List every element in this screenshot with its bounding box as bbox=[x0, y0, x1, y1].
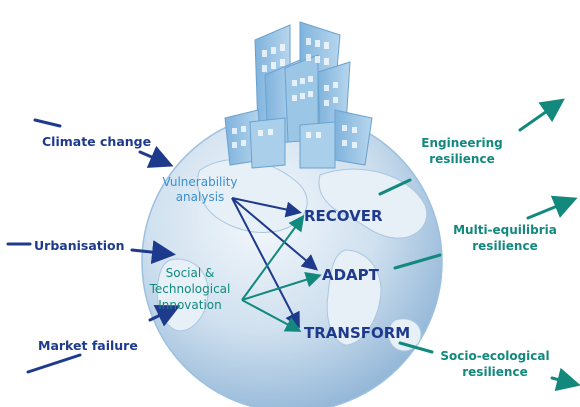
innov-to-recover-arrow bbox=[241, 214, 305, 301]
multi-arrow-out bbox=[526, 195, 578, 220]
socio-ecological-label-line2: resilience bbox=[462, 365, 527, 379]
engineering-label-line1: Engineering bbox=[421, 136, 502, 150]
city-buildings bbox=[224, 21, 373, 169]
innovation-label-line1: Social & bbox=[166, 266, 215, 280]
socio-ecological-label-line1: Socio-ecological bbox=[440, 349, 549, 363]
innov-to-adapt-arrow bbox=[241, 271, 322, 301]
driver-arrows bbox=[6, 118, 181, 374]
vuln-to-recover-arrow bbox=[231, 197, 302, 218]
multi-equilibria-label-line2: resilience bbox=[472, 239, 537, 253]
market-failure-arrow-out bbox=[26, 353, 82, 374]
climate-change-label: Climate change bbox=[42, 134, 151, 149]
engineering-label-line2: resilience bbox=[429, 152, 494, 166]
globe bbox=[141, 111, 443, 407]
innovation-label-line3: Innovation bbox=[158, 298, 222, 312]
urbanisation-arrow-out bbox=[130, 240, 176, 265]
recover-label: RECOVER bbox=[304, 207, 383, 225]
vuln-to-transform-arrow bbox=[231, 197, 300, 329]
innovation-arrows bbox=[241, 214, 322, 332]
market-failure-arrow-in bbox=[148, 304, 181, 327]
innov-to-transform-arrow bbox=[241, 299, 302, 332]
outcome-arrows bbox=[378, 98, 580, 392]
adapt-to-multi-arrow bbox=[393, 253, 442, 270]
engineering-arrow-out bbox=[518, 98, 565, 132]
market-failure-label: Market failure bbox=[38, 338, 138, 353]
globe-continents bbox=[156, 158, 428, 352]
socio-arrow-out bbox=[550, 367, 580, 392]
climate-change-arrow-in bbox=[33, 118, 62, 128]
innovation-label-line2: Technological bbox=[149, 282, 231, 296]
vulnerability-label-line1: Vulnerability bbox=[162, 175, 237, 189]
vulnerability-label-line2: analysis bbox=[176, 190, 225, 204]
adapt-label: ADAPT bbox=[322, 266, 380, 284]
vuln-to-adapt-arrow bbox=[231, 197, 319, 271]
recover-to-engineering-arrow bbox=[378, 178, 412, 196]
multi-equilibria-label-line1: Multi-equilibria bbox=[453, 223, 557, 237]
transform-to-socio-arrow bbox=[398, 341, 434, 354]
urbanisation-label: Urbanisation bbox=[34, 238, 125, 253]
climate-change-arrow-out bbox=[138, 145, 174, 168]
vulnerability-arrows bbox=[231, 197, 319, 329]
transform-label: TRANSFORM bbox=[304, 324, 410, 342]
